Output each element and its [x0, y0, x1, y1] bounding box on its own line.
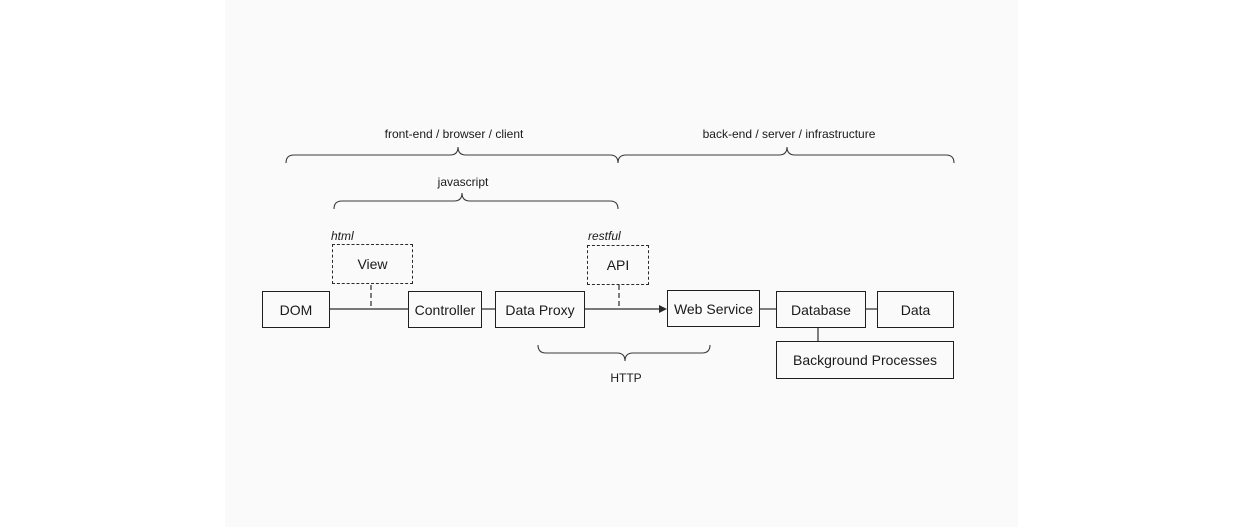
backend-label: back-end / server / infrastructure [702, 127, 876, 141]
dom-node: DOM [262, 291, 330, 328]
javascript-brace [333, 192, 619, 210]
backend-brace [617, 146, 955, 164]
database-node: Database [776, 291, 866, 328]
view-node: View [332, 244, 413, 284]
api-node: API [587, 245, 649, 285]
html-annotation: html [331, 229, 354, 243]
frontend-label: front-end / browser / client [384, 127, 524, 141]
background-processes-node: Background Processes [776, 341, 954, 379]
web-service-node: Web Service [667, 290, 760, 327]
data-node: Data [877, 291, 954, 328]
http-brace [537, 344, 711, 362]
javascript-label: javascript [437, 175, 489, 189]
controller-node: Controller [408, 291, 482, 328]
restful-annotation: restful [588, 229, 621, 243]
frontend-brace [285, 146, 619, 164]
arrowhead-icon [659, 305, 667, 313]
data-proxy-node: Data Proxy [495, 291, 585, 328]
http-label: HTTP [610, 371, 642, 385]
